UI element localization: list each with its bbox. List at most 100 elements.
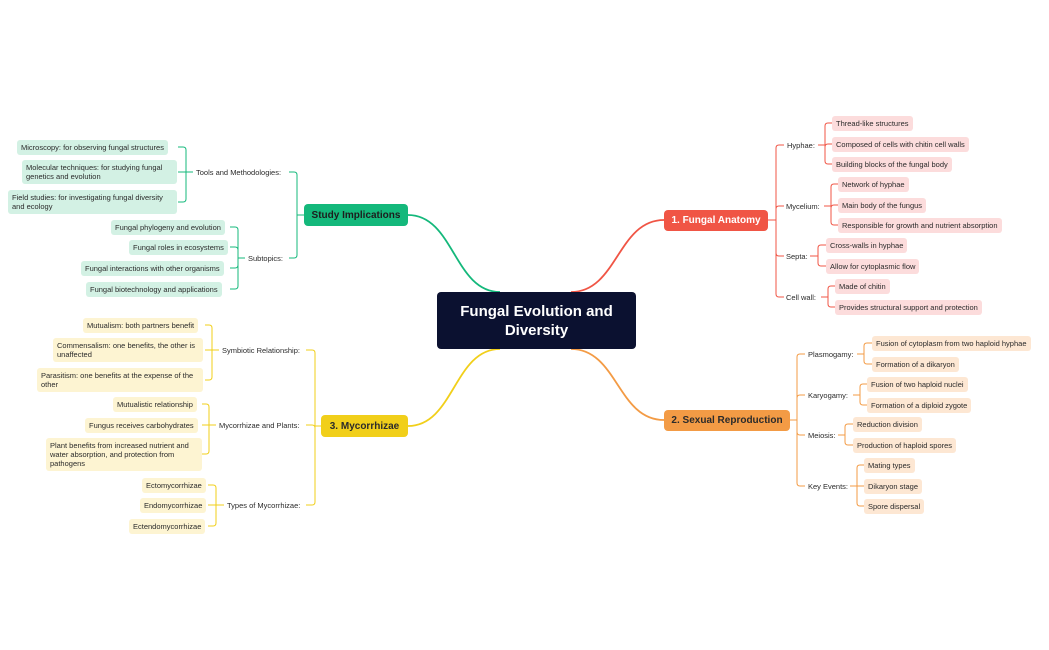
connector-line: [817, 256, 826, 267]
leaf-plasmogamy-1[interactable]: Fusion of cytoplasm from two haploid hyp…: [872, 336, 1031, 351]
subtopic-key-events[interactable]: Key Events:: [808, 481, 849, 491]
connector-line: [178, 146, 187, 172]
leaf-mycelium-1[interactable]: Network of hyphae: [838, 177, 909, 192]
connector-line: [863, 354, 872, 365]
leaf-keyevents-3[interactable]: Spore dispersal: [864, 499, 925, 514]
subtopic-symbiotic-relationship[interactable]: Symbiotic Relationship:: [222, 345, 300, 355]
connector-line: [208, 484, 217, 505]
subtopic-meiosis[interactable]: Meiosis:: [808, 430, 836, 440]
branch-mycorrhizae[interactable]: 3. Mycorrhizae: [321, 415, 408, 437]
leaf-plants-1[interactable]: Mutualistic relationship: [113, 397, 197, 412]
connector-line: [178, 172, 187, 203]
connector-line: [796, 394, 805, 420]
leaf-cellwall-1[interactable]: Made of chitin: [835, 279, 890, 294]
subtopic-tools-methodologies[interactable]: Tools and Methodologies:: [196, 167, 282, 177]
leaf-subtopics-3[interactable]: Fungal interactions with other organisms: [81, 261, 224, 276]
leaf-symbiotic-2[interactable]: Commensalism: one benefits, the other is…: [53, 338, 203, 362]
subtopic-mycorrhizae-plants[interactable]: Mycorrhizae and Plants:: [219, 420, 300, 430]
leaf-tools-2[interactable]: Molecular techniques: for studying funga…: [22, 160, 177, 184]
leaf-keyevents-2[interactable]: Dikaryon stage: [864, 479, 923, 494]
leaf-subtopics-4[interactable]: Fungal biotechnology and applications: [86, 282, 222, 297]
connector-line: [306, 424, 316, 429]
connector-line: [205, 324, 213, 350]
connector-line: [407, 214, 501, 293]
leaf-tools-3[interactable]: Field studies: for investigating fungal …: [8, 190, 177, 214]
connector-line: [824, 143, 832, 148]
leaf-mycelium-3[interactable]: Responsible for growth and nutrient abso…: [838, 218, 1002, 233]
leaf-types-2[interactable]: Endomycorrhizae: [140, 498, 207, 513]
connector-line: [570, 219, 665, 293]
connector-line: [856, 486, 864, 507]
connector-line: [796, 420, 805, 436]
leaf-septa-1[interactable]: Cross-walls in hyphae: [826, 238, 908, 253]
subtopic-subtopics[interactable]: Subtopics:: [248, 253, 284, 263]
connector-line: [859, 395, 867, 406]
leaf-karyogamy-2[interactable]: Formation of a diploid zygote: [867, 398, 972, 413]
connector-line: [796, 353, 805, 420]
connector-line: [570, 348, 665, 421]
connector-line: [824, 145, 832, 165]
connector-line: [202, 403, 210, 425]
connector-line: [856, 464, 864, 486]
leaf-meiosis-1[interactable]: Reduction division: [853, 417, 922, 432]
leaf-meiosis-2[interactable]: Production of haploid spores: [853, 438, 957, 453]
connector-line: [817, 244, 826, 256]
connector-line: [863, 342, 872, 354]
leaf-types-3[interactable]: Ectendomycorrhizae: [129, 519, 206, 534]
leaf-plasmogamy-2[interactable]: Formation of a dikaryon: [872, 357, 959, 372]
connector-line: [230, 226, 239, 258]
subtopic-plasmogamy[interactable]: Plasmogamy:: [808, 349, 854, 359]
connector-line: [289, 171, 298, 215]
leaf-mycelium-2[interactable]: Main body of the fungus: [838, 198, 927, 213]
connector-line: [830, 204, 838, 209]
leaf-hyphae-3[interactable]: Building blocks of the fungal body: [832, 157, 952, 172]
connector-line: [830, 206, 838, 226]
leaf-hyphae-2[interactable]: Composed of cells with chitin cell walls: [832, 137, 969, 152]
connector-line: [859, 383, 867, 395]
connector-line: [230, 258, 239, 290]
branch-study-implications[interactable]: Study Implications: [304, 204, 408, 226]
subtopic-cell-wall[interactable]: Cell wall:: [786, 292, 817, 302]
connector-line: [407, 348, 501, 427]
subtopic-mycelium[interactable]: Mycelium:: [786, 201, 820, 211]
leaf-keyevents-1[interactable]: Mating types: [864, 458, 915, 473]
leaf-subtopics-1[interactable]: Fungal phylogeny and evolution: [111, 220, 225, 235]
branch-sexual-reproduction[interactable]: 2. Sexual Reproduction: [664, 410, 790, 431]
connector-line: [796, 420, 805, 487]
subtopic-hyphae[interactable]: Hyphae:: [787, 140, 815, 150]
connector-line: [306, 426, 316, 506]
connector-line: [775, 144, 784, 220]
connector-line: [230, 246, 239, 258]
leaf-symbiotic-3[interactable]: Parasitism: one benefits at the expense …: [37, 368, 203, 392]
leaf-types-1[interactable]: Ectomycorrhizae: [142, 478, 206, 493]
leaf-cellwall-2[interactable]: Provides structural support and protecti…: [835, 300, 982, 315]
leaf-karyogamy-1[interactable]: Fusion of two haploid nuclei: [867, 377, 968, 392]
connector-line: [775, 205, 784, 220]
connector-line: [202, 425, 210, 455]
connector-line: [230, 258, 239, 269]
connector-line: [775, 220, 784, 298]
connector-line: [306, 349, 316, 426]
leaf-hyphae-1[interactable]: Thread-like structures: [832, 116, 913, 131]
branch-fungal-anatomy[interactable]: 1. Fungal Anatomy: [664, 210, 768, 231]
subtopic-types-of-mycorrhizae[interactable]: Types of Mycorrhizae:: [227, 500, 301, 510]
connector-line: [830, 183, 838, 206]
connector-line: [827, 297, 835, 308]
leaf-plants-2[interactable]: Fungus receives carbohydrates: [85, 418, 198, 433]
leaf-plants-3[interactable]: Plant benefits from increased nutrient a…: [46, 438, 202, 471]
leaf-septa-2[interactable]: Allow for cytoplasmic flow: [826, 259, 920, 274]
leaf-symbiotic-1[interactable]: Mutualism: both partners benefit: [83, 318, 199, 333]
connector-line: [824, 122, 832, 145]
connector-line: [205, 350, 213, 381]
subtopic-karyogamy[interactable]: Karyogamy:: [808, 390, 849, 400]
connector-line: [844, 423, 853, 435]
central-topic[interactable]: Fungal Evolution and Diversity: [437, 292, 636, 349]
leaf-subtopics-2[interactable]: Fungal roles in ecosystems: [129, 240, 228, 255]
connector-line: [289, 215, 298, 259]
connector-line: [844, 435, 853, 446]
subtopic-septa[interactable]: Septa:: [786, 251, 808, 261]
leaf-tools-1[interactable]: Microscopy: for observing fungal structu…: [17, 140, 168, 155]
connector-line: [827, 285, 835, 297]
connector-line: [208, 505, 217, 527]
